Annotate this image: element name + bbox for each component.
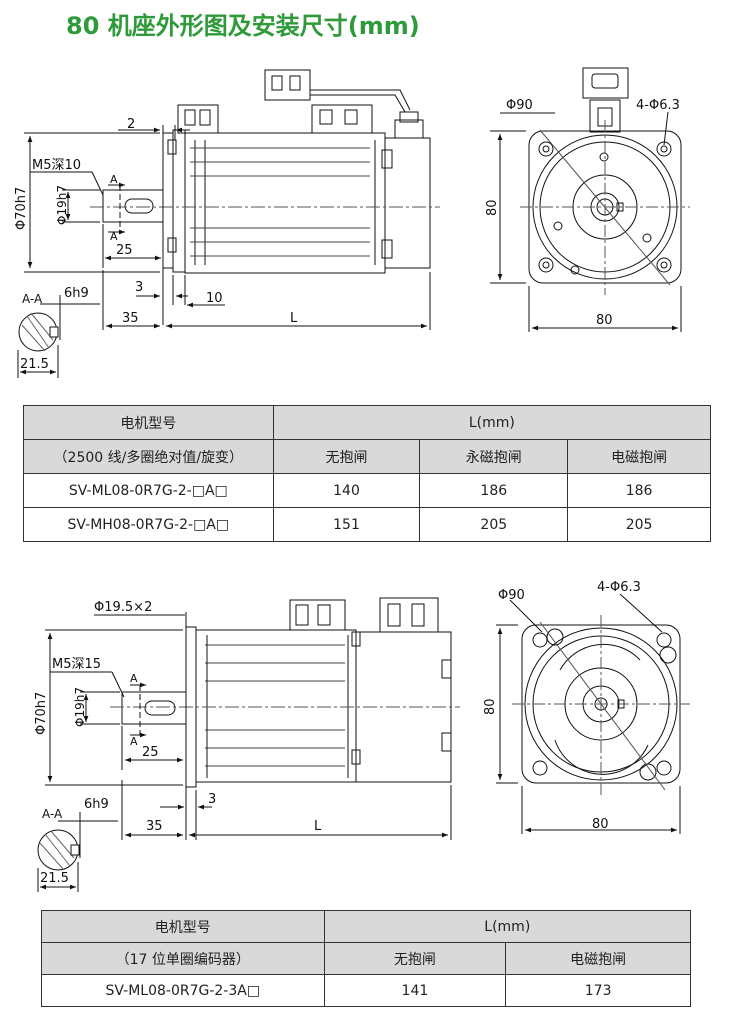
section-a-top-2: A	[130, 672, 138, 685]
front-width: 80	[596, 313, 613, 328]
dim-2-label: 2	[127, 117, 135, 132]
section-key-2: 6h9	[84, 797, 109, 812]
dim-3-label-2: 3	[208, 792, 216, 807]
front-phi90-2: Φ90	[498, 588, 525, 603]
col-header: 电磁抱闸	[505, 942, 691, 975]
section-a-bot-2: A	[130, 735, 138, 748]
section-a-bot: A	[110, 230, 118, 243]
col-header: 无抱闸	[323, 942, 507, 975]
motor-front-view-1	[520, 67, 690, 295]
model-cell: SV-MH08-0R7G-2-□A□	[23, 507, 274, 542]
motor-side-view-2	[121, 597, 452, 788]
front-height-2: 80	[483, 698, 498, 715]
dim-L-label: L	[290, 311, 298, 326]
front-phi90: Φ90	[506, 98, 533, 113]
col-header: 永磁抱闸	[419, 439, 569, 474]
section-title: A-A	[22, 292, 43, 306]
phi19-label: Φ19h7	[55, 185, 69, 225]
dim-25-label: 25	[116, 243, 133, 258]
front-height: 80	[485, 199, 500, 216]
drawing-2: Φ19.5×2 M5深15 Φ70h7 Φ19h7 A A 25 3 35 L …	[34, 580, 690, 892]
m5-label-2: M5深15	[52, 657, 101, 672]
table-2: 电机型号 L(mm) （17 位单圈编码器） 无抱闸 电磁抱闸 SV-ML08-…	[41, 910, 692, 1007]
section-key: 6h9	[64, 286, 89, 301]
section-aa-2	[37, 812, 118, 892]
dim-L-label-2: L	[314, 819, 322, 834]
phi70-label-2: Φ70h7	[34, 692, 49, 735]
header-sub-2: （17 位单圈编码器）	[41, 942, 325, 975]
value-cell: 205	[419, 507, 569, 542]
front-width-2: 80	[592, 817, 609, 832]
section-a-top: A	[110, 173, 118, 186]
table-row: SV-MH08-0R7G-2-□A□ 151 205 205	[23, 507, 711, 542]
header-sub: （2500 线/多圈绝对值/旋变）	[23, 439, 274, 474]
dim-35-label: 35	[122, 311, 139, 326]
page-title: 80 机座外形图及安装尺寸(mm)	[66, 12, 420, 40]
dim-25-label-2: 25	[142, 745, 159, 760]
col-header: 电磁抱闸	[567, 439, 711, 474]
value-cell: 186	[419, 473, 569, 508]
phi19-label-2: Φ19h7	[73, 687, 87, 727]
table-row: SV-ML08-0R7G-2-3A□ 141 173	[41, 974, 691, 1007]
value-cell: 151	[272, 507, 421, 542]
dim-3-label: 3	[135, 280, 143, 295]
motor-front-view-2	[512, 615, 690, 795]
header-model-2: 电机型号	[41, 910, 325, 943]
phi70-label: Φ70h7	[14, 187, 29, 230]
col-header: 无抱闸	[272, 439, 421, 474]
section-depth-2: 21.5	[40, 871, 69, 886]
section-title-2: A-A	[42, 807, 63, 821]
section-depth: 21.5	[20, 357, 49, 372]
value-cell: 173	[505, 974, 691, 1007]
phi195-label: Φ19.5×2	[94, 600, 152, 615]
m5-label: M5深10	[32, 158, 81, 173]
dim-10-label: 10	[206, 291, 223, 306]
dim-35-label-2: 35	[146, 819, 163, 834]
drawing-1: 2 M5深10 Φ70h7 Φ19h7 A A 25 3 10 35 L A-A…	[14, 67, 690, 378]
front-holes-2: 4-Φ6.3	[597, 580, 641, 595]
table-1: 电机型号 L(mm) （2500 线/多圈绝对值/旋变） 无抱闸 永磁抱闸 电磁…	[23, 405, 712, 542]
model-cell: SV-ML08-0R7G-2-3A□	[41, 974, 325, 1007]
value-cell: 141	[323, 974, 507, 1007]
value-cell: 205	[567, 507, 711, 542]
section-aa-1	[17, 295, 100, 378]
front-holes: 4-Φ6.3	[636, 98, 680, 113]
header-L: L(mm)	[272, 405, 712, 440]
header-L-2: L(mm)	[323, 910, 692, 943]
